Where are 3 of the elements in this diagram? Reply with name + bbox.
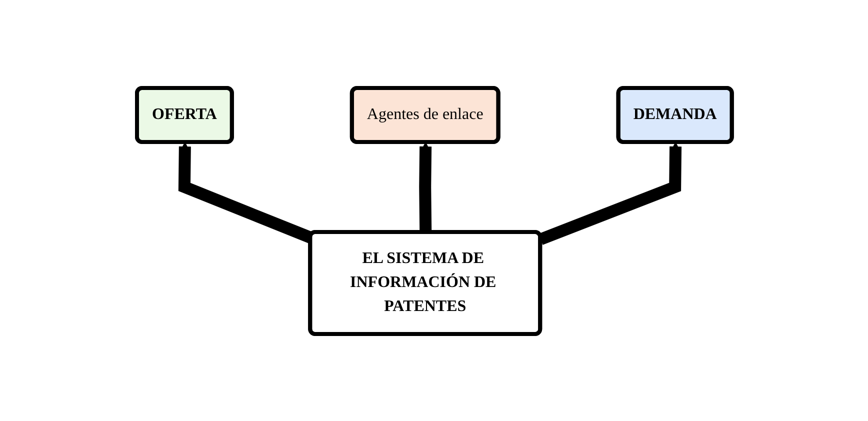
arrow [538,142,682,244]
arrow [178,142,312,243]
arrow [418,142,432,232]
